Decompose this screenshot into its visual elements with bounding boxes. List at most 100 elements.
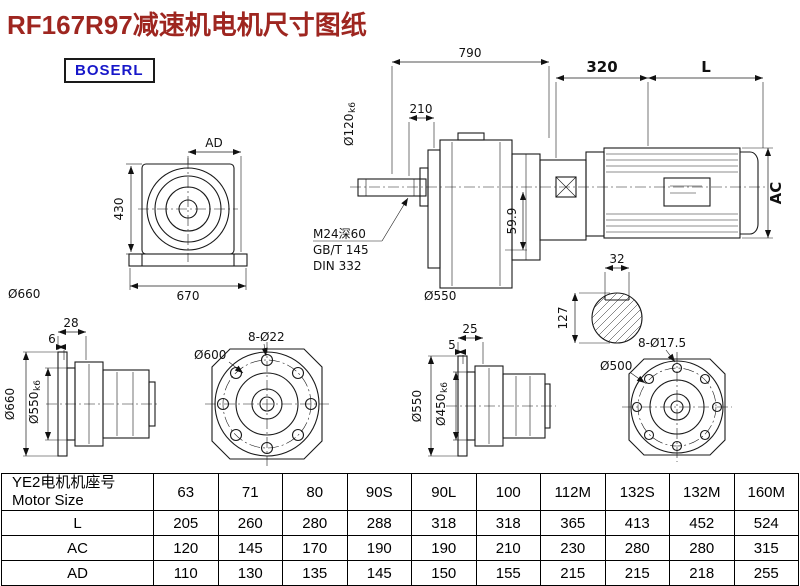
flange-side-view-2: 25 5 Ø550 Ø450 k6 [410, 322, 556, 457]
table-header-cn: YE2电机机座号 [12, 474, 116, 491]
table-header-en: Motor Size [12, 492, 84, 509]
dim-AC: AC [767, 182, 785, 205]
table-col-header: 100 [475, 473, 541, 511]
table-cell: 205 [153, 510, 219, 536]
fan-cover [740, 151, 759, 235]
dim-5: 5 [448, 338, 456, 352]
table-cell: 210 [475, 535, 541, 561]
gearbox-front-view [128, 158, 248, 267]
motor-nameplate [663, 177, 711, 207]
table-cell: 145 [217, 535, 283, 561]
table-col-header: 90L [411, 473, 477, 511]
spigot-550-tolerance: k6 [33, 380, 43, 391]
table-cell: 170 [282, 535, 348, 561]
dia-600-label: Ø600 [194, 348, 226, 362]
table-row-label: L [1, 510, 154, 536]
table-cell: 135 [282, 560, 348, 586]
table-col-header: 132M [669, 473, 735, 511]
table-cell: 218 [669, 560, 735, 586]
table-cell: 318 [475, 510, 541, 536]
table-cell: 190 [411, 535, 477, 561]
dim-59-9: 59.9 [505, 208, 519, 235]
table-cell: 215 [540, 560, 606, 586]
dim-28: 28 [63, 316, 78, 330]
table-col-header: 71 [217, 473, 283, 511]
spigot-550-value: Ø550 [27, 392, 41, 424]
table-cell: 215 [604, 560, 670, 586]
table-col-header: 90S [346, 473, 412, 511]
bolt-holes-17-label: 8-Ø17.5 [638, 336, 686, 350]
page-title: RF167R97减速机电机尺寸图纸 [7, 10, 367, 40]
dia-550-label: Ø550 [424, 289, 456, 303]
spigot-550-label: Ø550 k6 [27, 380, 43, 424]
dia-550-vertical-label: Ø550 [410, 390, 424, 422]
technical-drawing-canvas: AD 430 670 Ø660 [3, 46, 785, 466]
shaft-dia-tolerance: k6 [348, 102, 358, 113]
table-cell: 413 [604, 510, 670, 536]
table-cell: 318 [411, 510, 477, 536]
dim-25: 25 [462, 322, 477, 336]
brand-label: BOSERL [75, 62, 144, 79]
shaft-dia-value: Ø120 [342, 114, 356, 146]
dim-210: 210 [410, 102, 433, 116]
table-cell: 452 [669, 510, 735, 536]
dim-320: 320 [586, 58, 617, 76]
dia-500-label: Ø500 [600, 359, 632, 373]
table-cell: 260 [217, 510, 283, 536]
dim-32: 32 [609, 252, 624, 266]
dia-660-vertical-label: Ø660 [3, 388, 17, 420]
dim-790: 790 [459, 46, 482, 60]
table-cell: 524 [733, 510, 799, 536]
standard-din-label: DIN 332 [313, 259, 361, 273]
table-cell: 155 [475, 560, 541, 586]
dim-670: 670 [177, 289, 200, 303]
motor-side-view [585, 147, 759, 239]
spigot-450-value: Ø450 [434, 394, 448, 426]
table-cell: 280 [669, 535, 735, 561]
brand-logo: BOSERL [64, 58, 155, 83]
table-cell: 315 [733, 535, 799, 561]
standard-gbt-label: GB/T 145 [313, 243, 369, 257]
assembly-dimensions: 790 210 Ø120 k6 M24深60 GB/T 145 DIN 332 … [313, 46, 785, 303]
table-cell: 280 [282, 510, 348, 536]
table-cell: 150 [411, 560, 477, 586]
table-cell: 130 [217, 560, 283, 586]
table-cell: 190 [346, 535, 412, 561]
dim-L: L [701, 58, 711, 76]
table-cell: 120 [153, 535, 219, 561]
table-row-label: AD [1, 560, 154, 586]
table-col-header: 132S [604, 473, 670, 511]
front-view-dimensions: AD 430 670 Ø660 [8, 136, 247, 303]
dia-660-label: Ø660 [8, 287, 40, 301]
shaft-diameter-label: Ø120 k6 [342, 102, 358, 146]
table-cell: 110 [153, 560, 219, 586]
shaft-section-view: 32 127 [556, 252, 643, 344]
table-row-ad: AD 110 130 135 145 150 155 215 215 218 2… [1, 560, 799, 586]
dim-127: 127 [556, 307, 570, 330]
table-row-ac: AC 120 145 170 190 190 210 230 280 280 3… [1, 535, 799, 561]
table-cell: 145 [346, 560, 412, 586]
spigot-450-label: Ø450 k6 [434, 382, 450, 426]
table-cell: 365 [540, 510, 606, 536]
table-header-row: YE2电机机座号 Motor Size 63 71 80 90S 90L 100… [1, 473, 799, 511]
motor-size-table: YE2电机机座号 Motor Size 63 71 80 90S 90L 100… [1, 473, 799, 586]
table-row-l: L 205 260 280 288 318 318 365 413 452 52… [1, 510, 799, 536]
table-row-label: AC [1, 535, 154, 561]
flange-face-view-1: Ø600 8-Ø22 [194, 330, 329, 466]
table-col-header: 80 [282, 473, 348, 511]
dim-ad: AD [205, 136, 222, 150]
bolt-holes-22-label: 8-Ø22 [248, 330, 285, 344]
dim-6: 6 [48, 332, 56, 346]
table-cell: 230 [540, 535, 606, 561]
table-header-cell: YE2电机机座号 Motor Size [1, 473, 154, 511]
table-cell: 288 [346, 510, 412, 536]
gearbox-side-view [350, 132, 768, 289]
flange-face-view-2: Ø500 8-Ø17.5 [600, 336, 732, 462]
table-cell: 280 [604, 535, 670, 561]
table-cell: 255 [733, 560, 799, 586]
flange-side-view-1: 28 6 Ø660 Ø550 k6 [3, 316, 158, 457]
dim-430: 430 [112, 198, 126, 221]
table-col-header: 160M [733, 473, 799, 511]
table-col-header: 112M [540, 473, 606, 511]
